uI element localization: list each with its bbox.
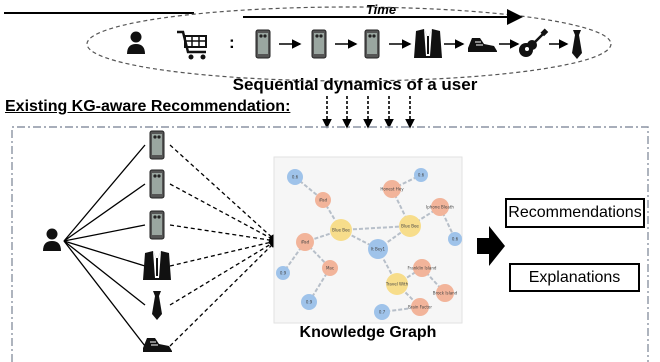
shopping-cart-icon — [177, 30, 207, 60]
user-sequence-section-label — [4, 0, 194, 14]
section-title: Existing KG-aware Recommendation: — [5, 98, 291, 115]
explanations-box: Explanations — [509, 263, 640, 292]
item-kg-edges — [169, 144, 278, 347]
kg-node-label: Brock Island — [433, 291, 458, 296]
kg-node — [399, 215, 421, 237]
kg-node — [287, 169, 303, 185]
kg-node — [431, 198, 449, 216]
item-phone-1 — [149, 130, 165, 160]
kg-node-label: 0.6 — [418, 173, 425, 178]
kg-node-label: 0.6 — [292, 175, 299, 180]
kg-node-label: iPad — [319, 198, 328, 203]
kg-node-label: Franklin Island — [408, 266, 437, 271]
sequence-item-guitar — [517, 27, 550, 59]
kg-node-label: It Bey1 — [371, 247, 386, 252]
kg-node — [413, 259, 431, 277]
sequence-item-phone-1 — [255, 29, 271, 59]
kg-node — [301, 294, 317, 310]
kg-node — [411, 298, 429, 316]
item-phone-2 — [149, 169, 165, 199]
kg-node-label: Mac — [326, 266, 334, 271]
user-icon — [127, 31, 145, 54]
kg-node — [374, 304, 390, 320]
item-tie — [152, 291, 162, 320]
kg-node — [368, 239, 388, 259]
item-sneaker — [142, 337, 173, 356]
sequence-title: Sequential dynamics of a user — [232, 75, 478, 94]
kg-node — [276, 266, 290, 280]
kg-node — [383, 180, 401, 198]
kg-node — [322, 260, 338, 276]
kg-edge — [340, 225, 411, 231]
kg-node — [330, 219, 352, 241]
kg-node-label: Honest Hey — [380, 187, 404, 192]
kg-node — [296, 233, 314, 251]
kg-node-label: 0.7 — [379, 310, 386, 315]
kg-node — [414, 168, 428, 182]
down-arrows — [322, 96, 415, 129]
user-item-edges — [63, 144, 146, 347]
kg-user-icon — [43, 228, 61, 251]
timeline-label: Time — [365, 2, 397, 17]
item-phone-3 — [149, 210, 165, 240]
kg-node-label: 0.9 — [306, 300, 313, 305]
kg-section-border — [11, 126, 649, 362]
kg-node-label: Travel With — [385, 282, 409, 287]
kg-node-label: Blue Bee — [332, 228, 350, 233]
sequence-item-phone-2 — [311, 29, 327, 59]
sequence-item-suit-jacket — [414, 29, 442, 58]
kg-node — [386, 273, 408, 295]
knowledge-graph-caption: Knowledge Graph — [299, 324, 437, 341]
item-suit-jacket — [143, 251, 171, 280]
kg-node — [448, 232, 462, 246]
kg-node-label: Brain Factor — [408, 305, 432, 310]
sequence-item-tie — [572, 30, 582, 59]
sequence-colon: : — [229, 33, 235, 52]
recommendations-box: Recommendations — [505, 198, 645, 228]
kg-node-label: Iphone Bleath — [426, 205, 454, 210]
kg-node-label: iPad — [301, 240, 310, 245]
kg-node — [315, 192, 331, 208]
sequence-item-sneaker — [467, 37, 498, 56]
kg-node-label: 0.9 — [280, 271, 287, 276]
output-arrow — [477, 226, 505, 266]
kg-node — [436, 284, 454, 302]
kg-node-label: Blue Bee — [401, 224, 419, 229]
kg-node-label: 0.6 — [452, 237, 459, 242]
user-sequence-ellipse — [86, 6, 612, 82]
sequence-item-phone-3 — [364, 29, 380, 59]
